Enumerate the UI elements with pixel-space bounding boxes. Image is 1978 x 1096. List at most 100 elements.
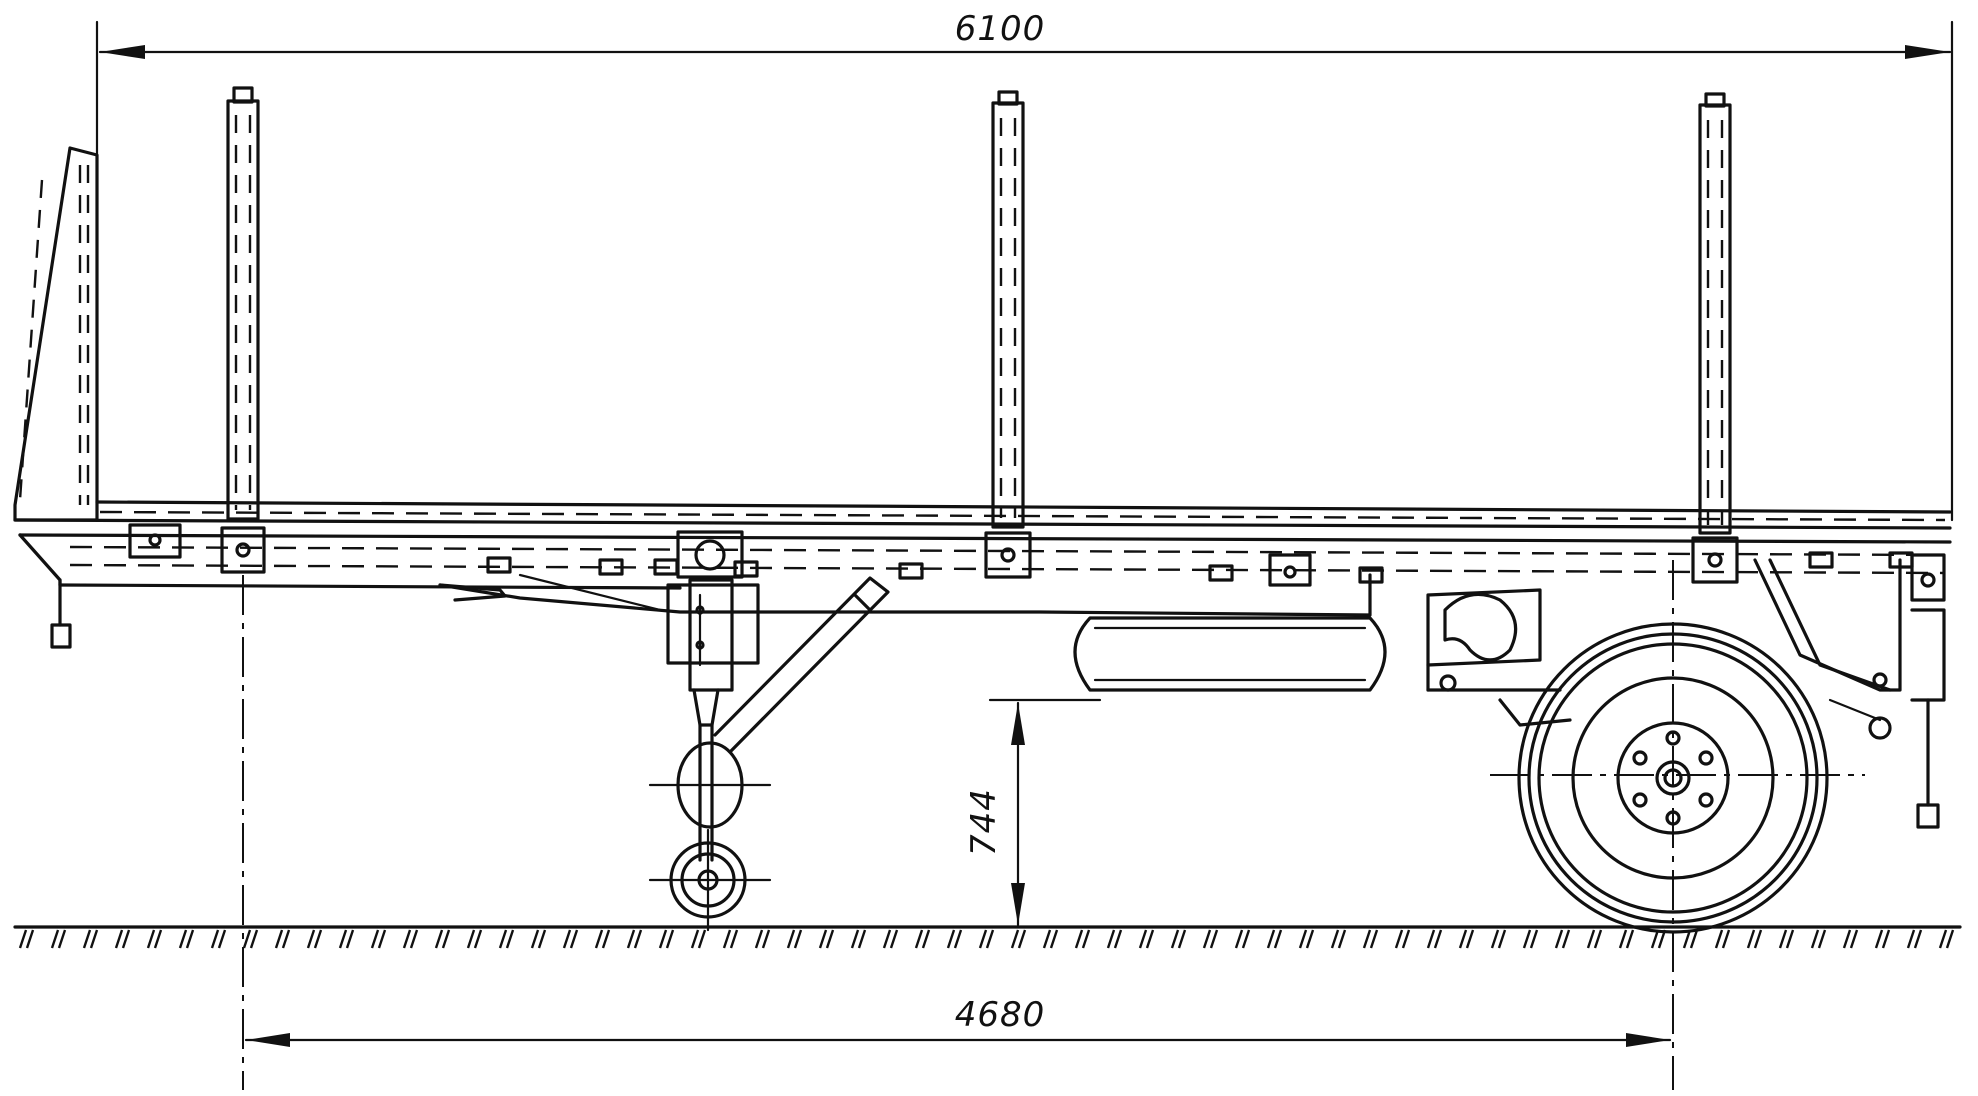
ground-hatch-mark: [1689, 929, 1699, 949]
ground-hatch-mark: [1241, 929, 1251, 949]
ground-hatch-mark: [1753, 929, 1763, 949]
ground-hatch-mark: [1106, 929, 1116, 949]
ground-hatch-mark: [57, 929, 67, 949]
ground-hatch-mark: [1145, 929, 1155, 949]
ground-hatch-mark: [985, 929, 995, 949]
ground-hatch-mark: [601, 929, 611, 949]
ground-hatch-mark: [1522, 929, 1532, 949]
ground-hatch-mark: [1362, 929, 1372, 949]
ground-hatch-mark: [50, 929, 60, 949]
ground-hatch-mark: [722, 929, 732, 949]
ground-hatch-mark: [1113, 929, 1123, 949]
ground-hatch-mark: [1330, 929, 1340, 949]
stake-front: [220, 86, 266, 574]
ground-hatch-mark: [729, 929, 739, 949]
ground-hatch-mark: [210, 929, 220, 949]
stake-middle: [984, 90, 1032, 579]
ground-hatch-mark: [1561, 929, 1571, 949]
front-headboard: [13, 146, 99, 522]
ground-hatch-mark: [978, 929, 988, 949]
ground-hatch-mark: [1177, 929, 1187, 949]
ground-hatch-mark: [370, 929, 380, 949]
ground-hatch-mark: [1497, 929, 1507, 949]
ground-hatch-mark: [1593, 929, 1603, 949]
ground-hatch-mark: [1138, 929, 1148, 949]
ground-hatch-mark: [1465, 929, 1475, 949]
ground-hatch-mark: [1945, 929, 1955, 949]
ground-hatch-mark: [754, 929, 764, 949]
ground-hatch-mark: [1081, 929, 1091, 949]
ground-hatch-mark: [537, 929, 547, 949]
ground-hatch-mark: [146, 929, 156, 949]
ground-hatch-mark: [89, 929, 99, 949]
platform-height-label: 744: [964, 788, 1004, 856]
ground-hatch-mark: [473, 929, 483, 949]
ground-hatch-mark: [1266, 929, 1276, 949]
ground-hatch-mark: [1049, 929, 1059, 949]
ground-hatch-mark: [1881, 929, 1891, 949]
platform-deck: [13, 500, 1952, 649]
ground-hatch-mark: [1810, 929, 1820, 949]
ground-hatch-mark: [249, 929, 259, 949]
ground-hatch-mark: [82, 929, 92, 949]
ground-hatch-mark: [569, 929, 579, 949]
ground-hatch-mark: [153, 929, 163, 949]
landing-gear: [648, 530, 890, 932]
ground-hatch-mark: [953, 929, 963, 949]
ground-hatch-mark: [178, 929, 188, 949]
ground-hatch-mark: [434, 929, 444, 949]
ground-hatch-mark: [1209, 929, 1219, 949]
ground-hatch-mark: [1817, 929, 1827, 949]
ground-hatch-mark: [786, 929, 796, 949]
ground-hatch-mark: [1778, 929, 1788, 949]
ground-hatch-mark: [665, 929, 675, 949]
ground-hatch-mark: [882, 929, 892, 949]
ground-hatch-mark: [946, 929, 956, 949]
ground-hatch-mark: [274, 929, 284, 949]
ground-hatch-mark: [850, 929, 860, 949]
wheelbase-label: 4680: [955, 995, 1046, 1035]
ground-hatch-mark: [114, 929, 124, 949]
ground-hatch-mark: [338, 929, 348, 949]
ground-hatch-mark: [1426, 929, 1436, 949]
ground-hatch-mark: [441, 929, 451, 949]
ground-hatch-mark: [825, 929, 835, 949]
ground-hatch-mark: [281, 929, 291, 949]
ground-hatch-mark: [313, 929, 323, 949]
ground-hatch-mark: [505, 929, 515, 949]
ground-hatch-mark: [121, 929, 131, 949]
ground-hatch-mark: [402, 929, 412, 949]
ground-hatch-mark: [1074, 929, 1084, 949]
ground-hatch-mark: [761, 929, 771, 949]
ground-hatch-mark: [1618, 929, 1628, 949]
ground-hatch-mark: [914, 929, 924, 949]
ground-hatch-mark: [185, 929, 195, 949]
ground-hatch-mark: [466, 929, 476, 949]
ground-hatch-mark: [1721, 929, 1731, 949]
ground-hatch-mark: [1714, 929, 1724, 949]
ground-hatch-mark: [1746, 929, 1756, 949]
ground-hatch-mark: [921, 929, 931, 949]
ground-hatch-mark: [1273, 929, 1283, 949]
ground-hatch-mark: [1490, 929, 1500, 949]
ground-hatch-mark: [1682, 929, 1692, 949]
ground-hatch-mark: [1529, 929, 1539, 949]
ground-hatch-mark: [1785, 929, 1795, 949]
ground-hatch-mark: [530, 929, 540, 949]
ground-hatch-mark: [1650, 929, 1660, 949]
ground-hatch-mark: [626, 929, 636, 949]
ground-hatch-mark: [562, 929, 572, 949]
ground-hatch-mark: [1842, 929, 1852, 949]
ground-hatch-mark: [242, 929, 252, 949]
ground-hatch-mark: [1042, 929, 1052, 949]
ground-hatch-mark: [690, 929, 700, 949]
wheelbase-dimension: 4680: [242, 560, 1674, 1090]
suspension-bracket: [1426, 588, 1572, 727]
ground-hatch-mark: [594, 929, 604, 949]
ground-hatch-mark: [18, 929, 28, 949]
ground-hatch-mark: [1369, 929, 1379, 949]
ground-hatch-mark: [1298, 929, 1308, 949]
ground-hatch-mark: [658, 929, 668, 949]
ground-hatch-mark: [1906, 929, 1916, 949]
